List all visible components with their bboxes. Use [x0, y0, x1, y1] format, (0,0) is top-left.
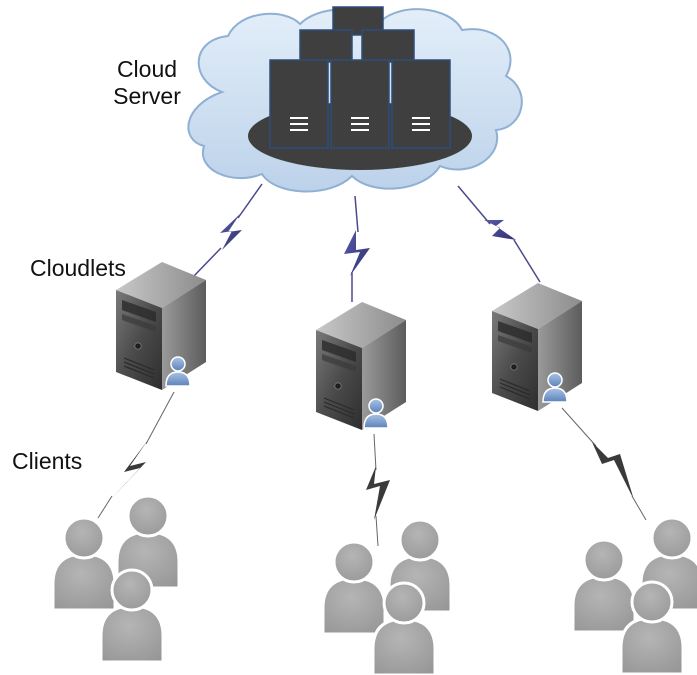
- cloud-server-rack: [269, 6, 451, 149]
- lightning-link-icon: [97, 391, 175, 519]
- client-group-2: [321, 518, 453, 675]
- server-vent-icon: [290, 117, 308, 131]
- lightning-link-icon: [366, 433, 390, 547]
- cloudlet-3: [491, 282, 583, 412]
- lightning-link-icon: [457, 185, 541, 283]
- lightning-link-icon: [191, 183, 263, 279]
- lightning-link-icon: [344, 195, 370, 302]
- server-unit: [361, 29, 415, 63]
- cloud-label-line1: Cloud: [116, 56, 178, 82]
- client-group-1: [51, 494, 181, 664]
- cloud: [187, 6, 523, 193]
- cloudlet-1: [115, 261, 207, 391]
- cloud-to-cloudlet-links: [191, 183, 541, 302]
- server-unit: [299, 29, 353, 63]
- clients-label: Clients: [12, 448, 83, 474]
- server-vent-icon: [412, 117, 430, 131]
- cloud-label-line2: Server: [113, 83, 181, 109]
- cloudlet-to-client-links: [97, 391, 647, 547]
- server-unit: [330, 59, 390, 149]
- cloudlet-2: [315, 301, 407, 431]
- cloudlets-label: Cloudlets: [30, 255, 126, 281]
- server-vent-icon: [351, 117, 369, 131]
- lightning-link-icon: [561, 407, 647, 521]
- server-unit: [269, 59, 329, 149]
- client-group-3: [571, 516, 697, 675]
- server-unit: [391, 59, 451, 149]
- cloud-server-label: Cloud Server: [102, 56, 192, 110]
